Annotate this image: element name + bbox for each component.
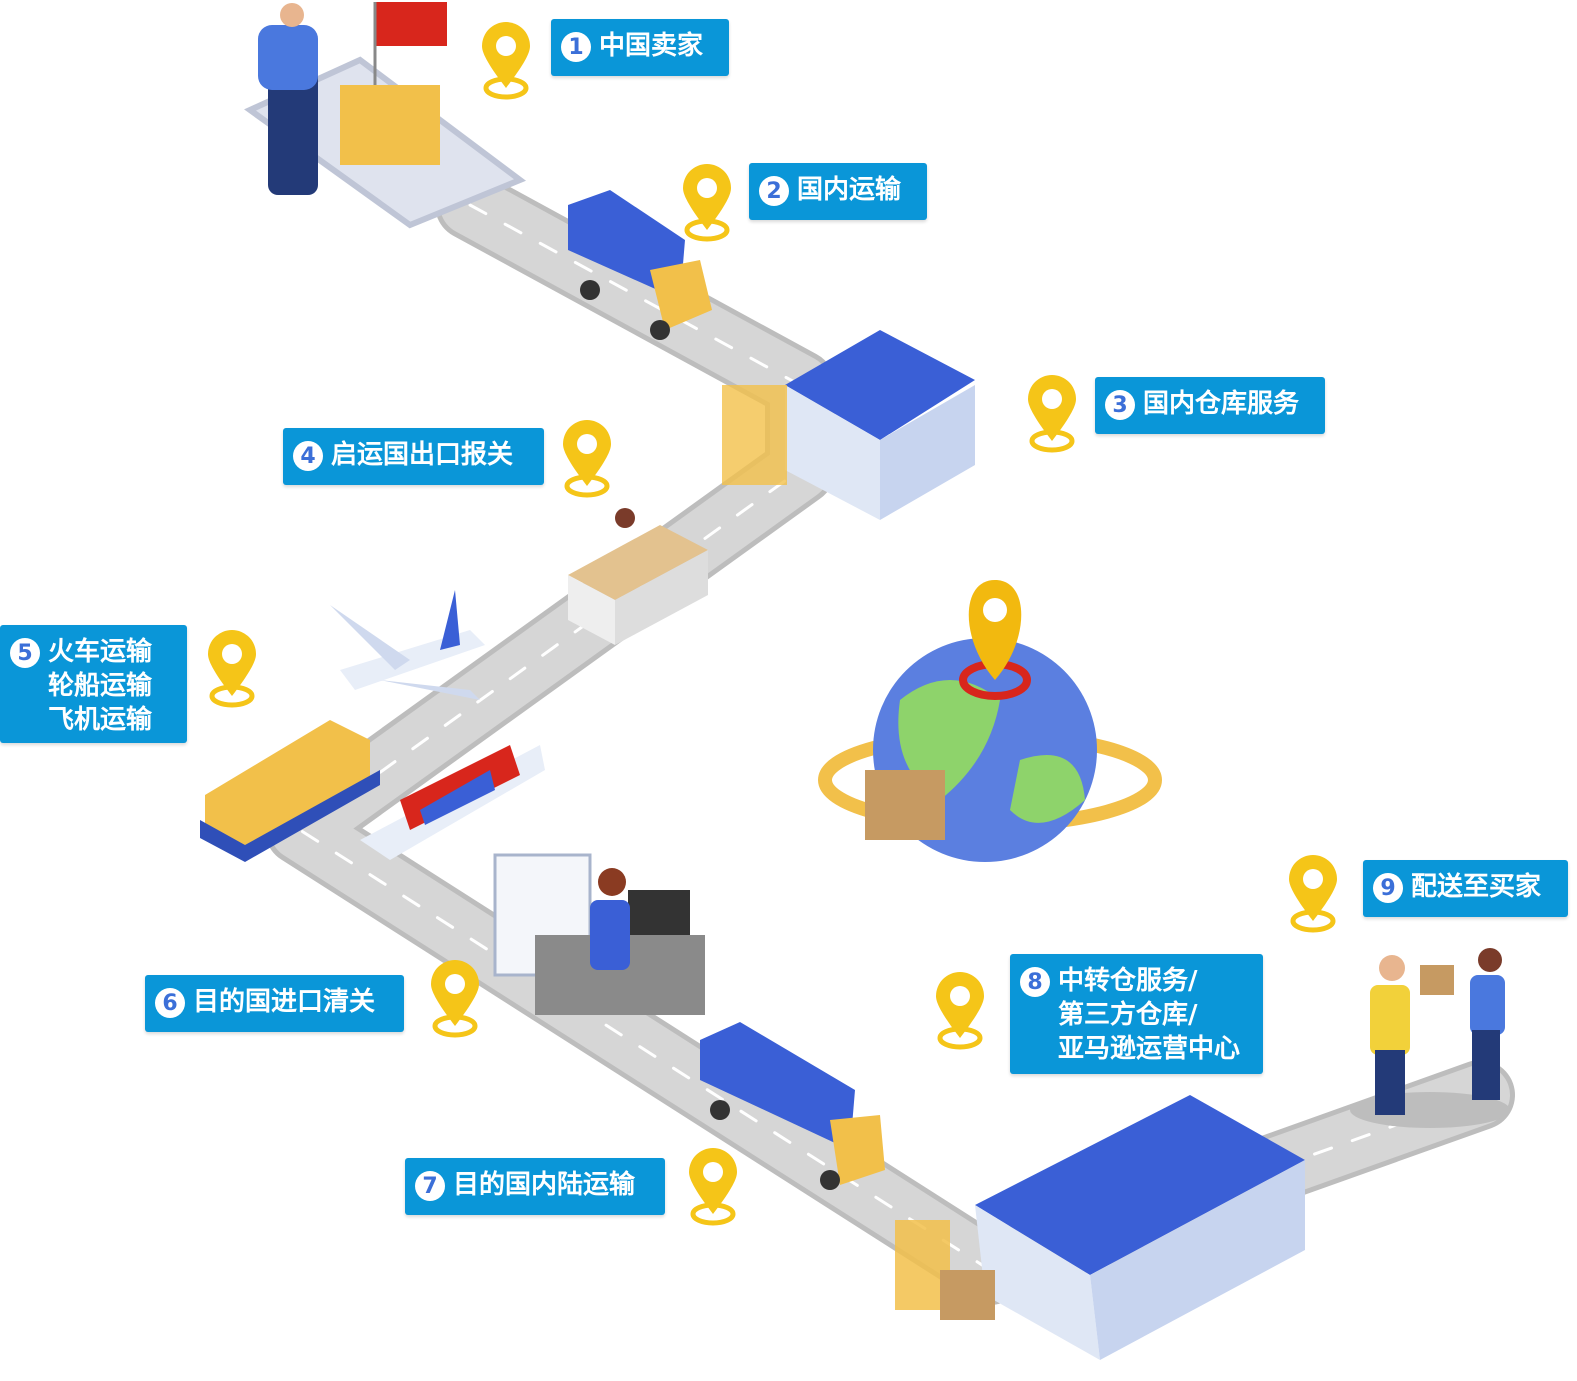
location-pin-icon (1028, 375, 1076, 453)
step-number: 6 (155, 988, 185, 1018)
location-pin-icon (683, 164, 731, 242)
location-pin-icon (689, 1148, 737, 1226)
step-text: 火车运输轮船运输飞机运输 (48, 635, 152, 737)
step-number: 1 (561, 32, 591, 62)
step-text: 目的国进口清关 (193, 985, 375, 1019)
step-text: 国内运输 (797, 173, 901, 207)
step-text-line: 国内运输 (797, 175, 902, 205)
step-number: 5 (10, 638, 40, 668)
warehouse-domestic (722, 330, 975, 520)
step-label-8: 8 中转仓服务/第三方仓库/亚马逊运营中心 (1010, 954, 1263, 1074)
step-text-line: 火车运输 (48, 637, 153, 667)
step-text: 中国卖家 (599, 29, 703, 63)
step-text: 配送至买家 (1411, 870, 1541, 904)
step-text-line: 配送至买家 (1411, 872, 1542, 902)
location-pin-icon (936, 972, 984, 1050)
step-text-line: 亚马逊运营中心 (1058, 1034, 1241, 1064)
step-label-1: 1 中国卖家 (551, 19, 729, 76)
step-text-line: 轮船运输 (48, 671, 153, 701)
customs-desk (568, 508, 708, 645)
step-number: 3 (1105, 390, 1135, 420)
step-number: 4 (293, 441, 323, 471)
step-number: 7 (415, 1171, 445, 1201)
customs-agent-desk (493, 853, 705, 1015)
ship (360, 745, 545, 860)
phone-seller (244, 2, 527, 229)
step-text: 目的国内陆运输 (453, 1168, 635, 1202)
warehouse-destination (895, 1095, 1305, 1360)
location-pin-icon (563, 420, 611, 498)
step-text-line: 飞机运输 (48, 705, 153, 735)
airplane (330, 590, 485, 700)
train (200, 720, 380, 862)
step-text: 中转仓服务/第三方仓库/亚马逊运营中心 (1058, 964, 1240, 1066)
step-text: 启运国出口报关 (331, 438, 513, 472)
step-text-line: 目的国进口清关 (193, 987, 376, 1017)
truck-domestic (568, 190, 712, 340)
location-pin-icon (431, 960, 479, 1038)
step-label-2: 2 国内运输 (749, 163, 927, 220)
step-text-line: 中国卖家 (599, 31, 704, 61)
step-text-line: 国内仓库服务 (1143, 389, 1300, 419)
step-label-4: 4 启运国出口报关 (283, 428, 544, 485)
step-label-9: 9 配送至买家 (1363, 860, 1568, 917)
delivery-people (1350, 948, 1510, 1128)
step-text-line: 第三方仓库/ (1058, 1000, 1198, 1030)
globe (818, 580, 1162, 862)
step-label-6: 6 目的国进口清关 (145, 975, 404, 1032)
location-pin-icon (208, 630, 256, 708)
location-pin-icon (482, 22, 530, 100)
location-pin-icon (1289, 855, 1337, 933)
step-text-line: 中转仓服务/ (1058, 966, 1198, 996)
step-text-line: 启运国出口报关 (331, 440, 514, 470)
step-number: 2 (759, 176, 789, 206)
step-text-line: 目的国内陆运输 (453, 1170, 636, 1200)
step-label-3: 3 国内仓库服务 (1095, 377, 1325, 434)
step-label-5: 5 火车运输轮船运输飞机运输 (0, 625, 187, 743)
step-label-7: 7 目的国内陆运输 (405, 1158, 665, 1215)
step-text: 国内仓库服务 (1143, 387, 1299, 421)
step-number: 9 (1373, 873, 1403, 903)
step-number: 8 (1020, 967, 1050, 997)
truck-inland (700, 1022, 885, 1190)
